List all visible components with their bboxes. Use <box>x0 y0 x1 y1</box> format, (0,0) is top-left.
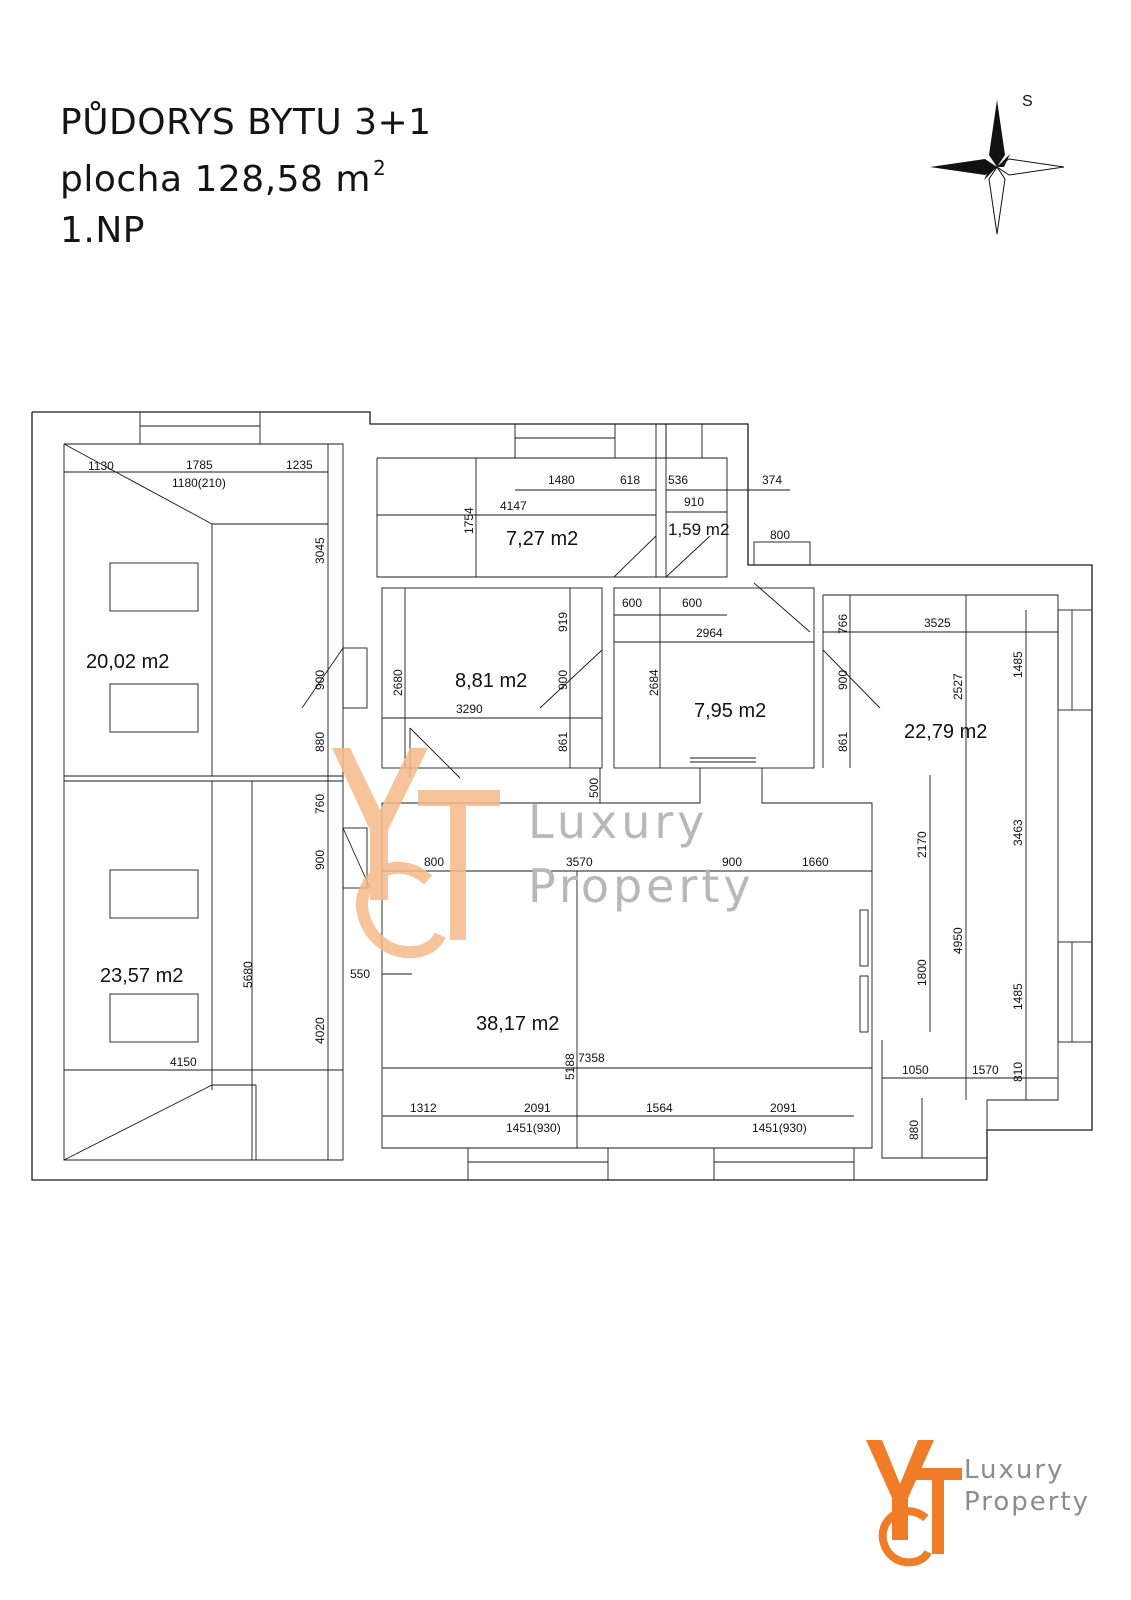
compass-rose-icon <box>930 100 1065 235</box>
watermark-text: Property <box>528 859 755 913</box>
dimension-label: 600 <box>682 596 702 610</box>
room-area-label: 38,17 m2 <box>476 1013 559 1035</box>
dimension-label: 600 <box>622 596 642 610</box>
windows <box>139 411 1093 1181</box>
dimension-label: 2091 <box>770 1101 797 1115</box>
dimension-label: 4150 <box>170 1055 197 1069</box>
dimension-label: 1451(930) <box>506 1121 561 1135</box>
dimension-label: 1235 <box>286 458 313 472</box>
logo-text: Luxury <box>964 1455 1064 1485</box>
dimension-label: 1785 <box>186 458 213 472</box>
room-area-label: 7,95 m2 <box>694 700 766 722</box>
compass-north-label: S <box>1022 93 1033 110</box>
dimension-label: 1485 <box>1011 983 1025 1010</box>
dimension-label: 1564 <box>646 1101 673 1115</box>
dimension-label: 374 <box>762 473 782 487</box>
dimension-label: 900 <box>313 670 327 690</box>
dimension-label: 7358 <box>578 1051 605 1065</box>
dimension-label: 2091 <box>524 1101 551 1115</box>
room-area-label: 8,81 m2 <box>455 670 527 692</box>
dimension-label: 5188 <box>563 1053 577 1080</box>
dimension-label: 810 <box>1011 1062 1025 1082</box>
dimension-label: 1451(930) <box>752 1121 807 1135</box>
dimension-label: 1570 <box>972 1063 999 1077</box>
dimension-label: 3290 <box>456 702 483 716</box>
dimension-label: 1480 <box>548 473 575 487</box>
dimension-label: 4147 <box>500 499 527 513</box>
dimension-label: 861 <box>836 732 850 752</box>
dimension-label: 500 <box>587 778 601 798</box>
dimension-label: 861 <box>556 732 570 752</box>
dimension-label: 919 <box>556 612 570 632</box>
plan-area-superscript: 2 <box>372 156 387 180</box>
dimension-label: 550 <box>350 967 370 981</box>
room-area-label: 23,57 m2 <box>100 965 183 987</box>
dimension-label: 1754 <box>462 507 476 534</box>
dimension-label: 3570 <box>566 855 593 869</box>
dimension-label: 1800 <box>915 959 929 986</box>
dimension-label: 800 <box>424 855 444 869</box>
dimension-label: 900 <box>722 855 742 869</box>
dimension-label: 900 <box>313 850 327 870</box>
brand-logo-icon <box>866 1440 962 1567</box>
watermark-text: Luxury <box>528 795 709 849</box>
dimension-label: 4020 <box>313 1017 327 1044</box>
dimension-label: 1050 <box>902 1063 929 1077</box>
logo-text: Property <box>964 1487 1090 1517</box>
watermark-logo-icon <box>332 748 500 959</box>
room-area-label: 20,02 m2 <box>86 651 169 673</box>
dimension-label: 3525 <box>924 616 951 630</box>
dimension-label: 1312 <box>410 1101 437 1115</box>
dimension-label: 1130 <box>88 459 114 473</box>
dimension-label: 910 <box>684 495 704 509</box>
dimension-label: 3045 <box>313 537 327 564</box>
room-area-label: 22,79 m2 <box>904 721 987 743</box>
dimension-label: 2964 <box>696 626 723 640</box>
plan-floor: 1.NP <box>60 210 145 251</box>
plan-area-text: plocha 128,58 m <box>60 159 371 200</box>
interior-walls <box>63 424 873 1161</box>
dimension-label: 1485 <box>1011 651 1025 678</box>
dimension-label: 5680 <box>241 961 255 988</box>
dimension-label: 3463 <box>1011 819 1025 846</box>
dimension-label: 618 <box>620 473 640 487</box>
dimension-label: 800 <box>770 528 790 542</box>
dimension-label: 900 <box>556 670 570 690</box>
dimension-label: 2527 <box>951 673 965 700</box>
room-area-label: 1,59 m2 <box>668 520 729 539</box>
dimension-label: 880 <box>313 732 327 752</box>
dimension-label: 2170 <box>915 831 929 858</box>
dimension-label: 2680 <box>391 669 405 696</box>
dimension-label: 2684 <box>647 669 661 696</box>
room-area-label: 7,27 m2 <box>506 528 578 550</box>
dimension-label: 1660 <box>802 855 829 869</box>
dimension-label: 1180(210) <box>172 476 226 490</box>
dimension-label: 760 <box>313 794 327 814</box>
dimension-label: 4950 <box>951 927 965 954</box>
dimension-label: 536 <box>668 473 688 487</box>
dimension-label: 900 <box>836 670 850 690</box>
plan-title: PŮDORYS BYTU 3+1 <box>60 102 432 143</box>
dimension-label: 766 <box>836 614 850 634</box>
dimension-label: 880 <box>907 1120 921 1140</box>
skylights <box>109 562 199 1043</box>
